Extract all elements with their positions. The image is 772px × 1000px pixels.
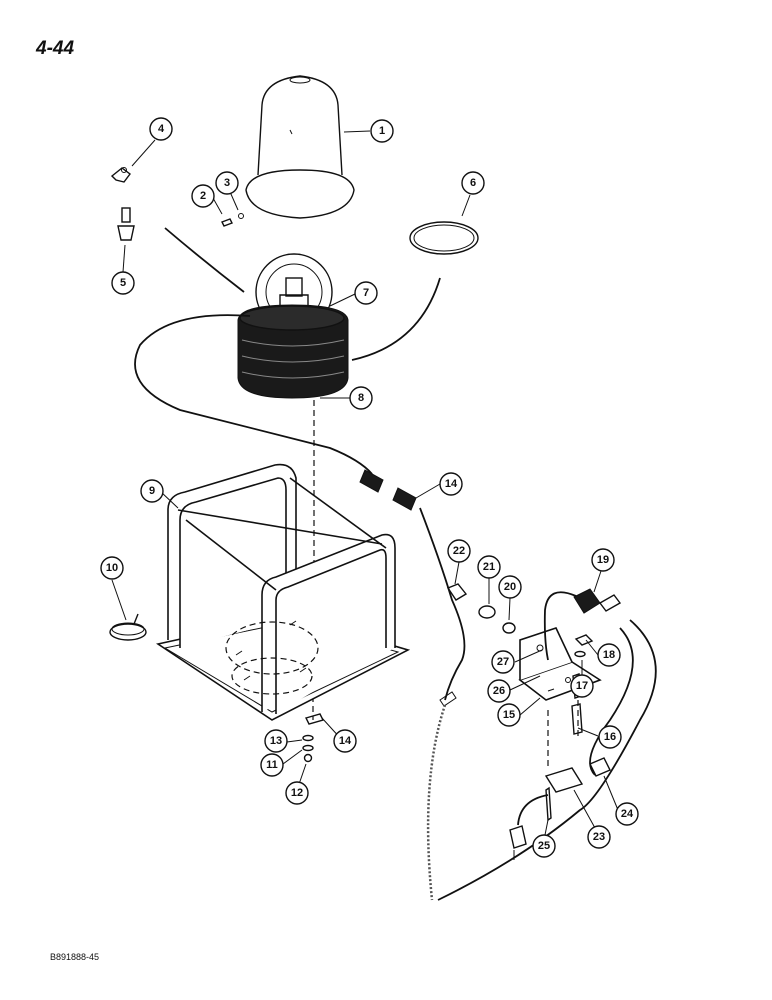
callout-14-upper: 14: [439, 472, 463, 496]
callout-21: 21: [477, 555, 501, 579]
callout-9-label: 9: [149, 485, 155, 497]
figure-code: B891888-45: [50, 952, 100, 962]
callout-17-label: 17: [576, 680, 588, 692]
callout-3: 3: [215, 171, 239, 195]
callout-11: 11: [260, 753, 284, 777]
callout-7-label: 7: [363, 287, 369, 299]
switch-wire-3: [589, 627, 634, 776]
callout-18: 18: [597, 643, 621, 667]
harness-bundle: [426, 704, 447, 901]
callout-20: 20: [498, 575, 522, 599]
screw-and-washer: [221, 213, 244, 227]
callout-1-label: 1: [379, 125, 385, 137]
callout-9: 9: [140, 479, 164, 503]
switch-hardware-small: [446, 583, 516, 634]
callout-4: 4: [149, 117, 173, 141]
callout-25: 25: [532, 834, 556, 858]
callout-16: 16: [598, 725, 622, 749]
callout-15-label: 15: [503, 709, 515, 721]
dome-lens: [245, 75, 355, 219]
callout-24: 24: [615, 802, 639, 826]
gasket-ring-inner: [413, 224, 475, 252]
bulb-socket: [117, 207, 135, 241]
callout-13-label: 13: [270, 735, 282, 747]
beacon-assembly: [237, 253, 349, 399]
callout-15: 15: [497, 703, 521, 727]
callout-2-label: 2: [200, 190, 206, 202]
switch-wire-4: [517, 794, 549, 826]
cable-right: [351, 277, 441, 361]
switch-wire-2: [437, 619, 657, 901]
callout-1: 1: [370, 119, 394, 143]
callout-19: 19: [591, 548, 615, 572]
mounting-bracket: [518, 627, 602, 701]
callout-23-label: 23: [593, 831, 605, 843]
switch-assembly: [544, 588, 622, 822]
callout-leaders: [111, 130, 619, 841]
callout-14-lower-label: 14: [339, 735, 352, 747]
callout-10: 10: [100, 556, 124, 580]
callout-22: 22: [447, 539, 471, 563]
gasket-ring: [409, 221, 479, 255]
callout-26: 26: [487, 679, 511, 703]
callout-12: 12: [285, 781, 309, 805]
callout-26-label: 26: [493, 685, 505, 697]
callout-5: 5: [111, 271, 135, 295]
base-hardware: [302, 713, 325, 763]
callout-12-label: 12: [291, 787, 303, 799]
callout-10-label: 10: [106, 562, 118, 574]
callout-20-label: 20: [504, 581, 516, 593]
beacon-wire: [134, 314, 373, 475]
callout-19-label: 19: [597, 554, 609, 566]
callout-11-label: 11: [266, 759, 278, 771]
callout-27-label: 27: [497, 656, 509, 668]
mounting-cage: [155, 463, 411, 721]
callout-14-lower: 14: [333, 729, 357, 753]
callout-27: 27: [491, 650, 515, 674]
callout-22-label: 22: [453, 545, 465, 557]
callout-7: 7: [354, 281, 378, 305]
callout-2: 2: [191, 184, 215, 208]
callout-6: 6: [461, 171, 485, 195]
callout-4-label: 4: [158, 123, 165, 135]
callout-25-label: 25: [538, 840, 550, 852]
coil-wire: [109, 613, 147, 641]
callout-17: 17: [570, 674, 594, 698]
callout-8-label: 8: [358, 392, 364, 404]
wire-connector: [359, 469, 417, 511]
switch-wire-1: [543, 591, 577, 661]
callout-14-upper-label: 14: [445, 478, 458, 490]
callout-24-label: 24: [621, 808, 634, 820]
callout-5-label: 5: [120, 277, 126, 289]
callout-3-label: 3: [224, 177, 230, 189]
lead-wire: [419, 507, 466, 701]
callout-23: 23: [587, 825, 611, 849]
callout-8: 8: [349, 386, 373, 410]
page-number: 4-44: [36, 38, 75, 59]
callout-6-label: 6: [470, 177, 476, 189]
callout-16-label: 16: [604, 731, 616, 743]
cable-left: [164, 227, 245, 293]
callout-21-label: 21: [483, 561, 495, 573]
callout-13: 13: [264, 729, 288, 753]
clip: [110, 167, 131, 183]
callout-18-label: 18: [603, 649, 615, 661]
